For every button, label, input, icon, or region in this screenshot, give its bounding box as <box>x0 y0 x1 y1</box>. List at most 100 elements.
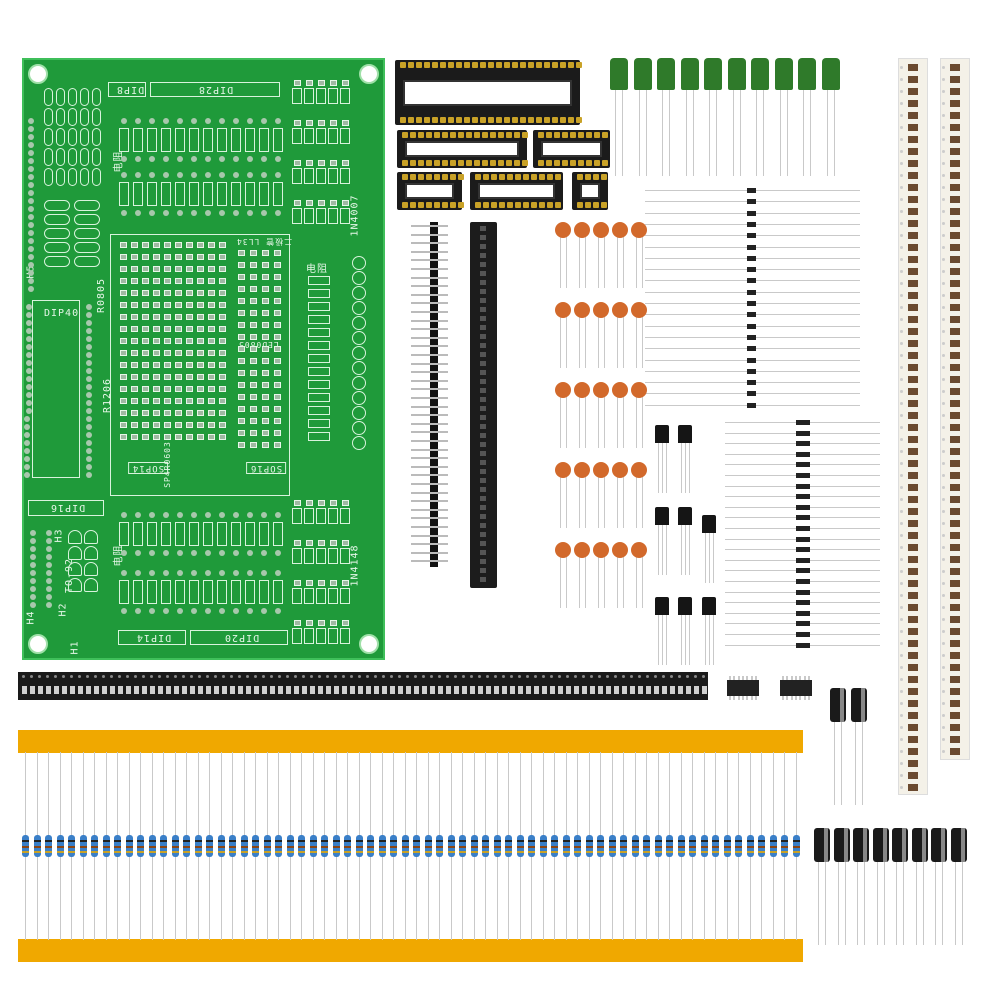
smd-resistor <box>950 148 960 155</box>
smd-pad <box>186 434 193 440</box>
diode-1n4007 <box>747 357 756 363</box>
socket-pin <box>536 117 542 123</box>
color-band <box>321 851 328 853</box>
tape-hole <box>900 78 903 81</box>
smd-pad <box>262 298 269 304</box>
electrolytic-capacitor <box>851 688 867 722</box>
diode-footprint <box>340 88 350 104</box>
header-socket <box>480 406 486 411</box>
pad <box>121 512 127 518</box>
socket-pin <box>594 160 600 166</box>
color-band <box>378 851 386 853</box>
color-band <box>505 851 512 853</box>
soic-chip <box>780 680 812 696</box>
color-band <box>401 851 409 853</box>
smd-pad <box>120 434 127 440</box>
tape-hole <box>942 738 945 741</box>
socket-pin <box>601 202 607 208</box>
lead <box>681 613 682 665</box>
tape-hole <box>900 498 903 501</box>
lead <box>857 858 858 945</box>
lead <box>896 858 897 945</box>
pad <box>30 570 36 576</box>
smd-resistor <box>950 448 960 455</box>
socket-pin <box>522 160 528 166</box>
smd-pad <box>120 278 127 284</box>
color-band <box>56 851 64 853</box>
smd-resistor <box>908 220 918 227</box>
color-band <box>666 851 673 853</box>
tape-hole <box>110 675 113 678</box>
diode-footprint <box>304 508 314 524</box>
cap-footprint <box>68 128 77 146</box>
socket-pin <box>520 117 526 123</box>
ceramic-capacitor <box>574 462 590 478</box>
pad <box>135 156 141 162</box>
smd-pad <box>142 338 149 344</box>
smd-pad <box>219 374 226 380</box>
smd-component <box>454 686 459 694</box>
ceramic-capacitor <box>555 462 571 478</box>
chip-lead <box>790 676 793 680</box>
tape-hole <box>38 675 41 678</box>
color-band <box>33 846 41 848</box>
lead <box>560 556 561 608</box>
header-pin <box>411 379 448 382</box>
tape-hole <box>900 666 903 669</box>
smd-pad <box>197 362 204 368</box>
resistor-footprint <box>203 128 213 152</box>
label-r1206: R1206 <box>102 377 114 414</box>
color-band <box>390 840 397 842</box>
pad <box>342 540 349 546</box>
smd-resistor <box>950 460 960 467</box>
smd-component <box>534 686 539 694</box>
resistor-footprint <box>217 128 227 152</box>
diode-1n4148 <box>796 557 810 563</box>
color-band <box>424 840 432 842</box>
lead <box>598 556 599 608</box>
pad <box>26 408 32 414</box>
resistor <box>206 835 213 857</box>
socket-pin <box>585 174 591 180</box>
color-band <box>631 846 639 848</box>
tape-hole <box>942 750 945 753</box>
socket-pin <box>536 62 542 68</box>
pad <box>330 80 337 86</box>
color-band <box>689 846 696 848</box>
smd-pad <box>131 386 138 392</box>
tape-hole <box>590 675 593 678</box>
cap-footprint <box>80 128 89 146</box>
cap-footprint <box>44 128 53 146</box>
header-socket <box>480 271 486 276</box>
smd-pad <box>197 410 204 416</box>
tape-hole <box>900 402 903 405</box>
smd-resistor <box>908 388 918 395</box>
pad <box>46 562 52 568</box>
chip-lead <box>729 676 731 680</box>
pad <box>177 210 183 216</box>
resistor-footprint <box>273 128 283 152</box>
smd-pad <box>175 254 182 260</box>
header-socket <box>480 577 486 582</box>
ceramic-capacitor <box>574 382 590 398</box>
pad <box>24 440 30 446</box>
socket-pin <box>402 202 408 208</box>
pad <box>247 156 253 162</box>
pad <box>24 448 30 454</box>
smd-resistor <box>950 412 960 419</box>
color-band <box>252 840 259 842</box>
pad <box>135 172 141 178</box>
resistor <box>401 835 409 857</box>
smd-pad <box>208 350 215 356</box>
smd-pad <box>186 350 193 356</box>
tape-hole <box>900 618 903 621</box>
smd-pad <box>186 302 193 308</box>
mounting-hole <box>28 64 48 84</box>
diode-1n4007 <box>747 301 756 306</box>
socket-pin <box>586 160 592 166</box>
resistor-footprint <box>259 580 269 604</box>
smd-pad <box>208 422 215 428</box>
diode-footprint <box>340 508 350 524</box>
resistor <box>229 835 236 857</box>
smd-pad <box>131 434 138 440</box>
